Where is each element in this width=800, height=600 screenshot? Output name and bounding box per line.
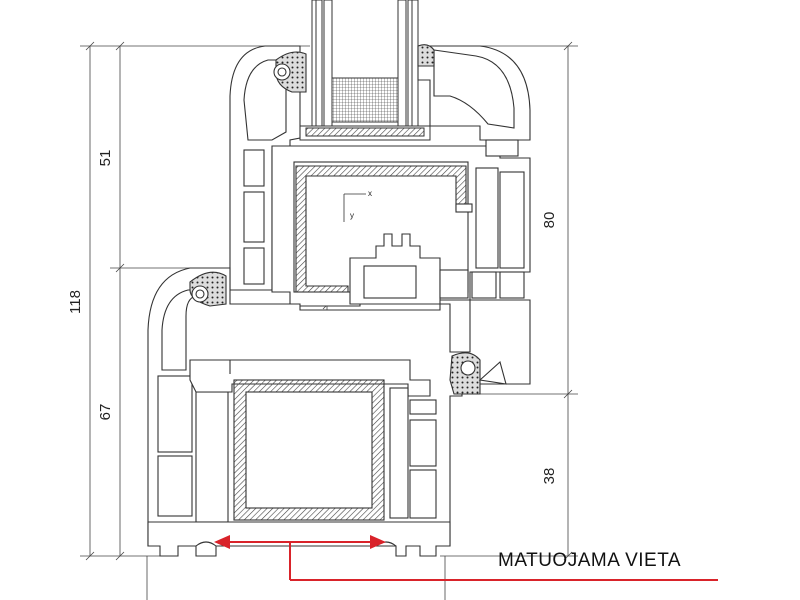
- dim-51-label: 51: [97, 150, 114, 167]
- dim-67-label: 67: [97, 404, 114, 421]
- sash-profile: [229, 44, 531, 307]
- callout-label: MATUOJAMA VIETA: [498, 550, 681, 571]
- axis-x-label: x: [368, 189, 372, 198]
- glazing-unit: [299, 0, 431, 141]
- dim-38-label: 38: [541, 468, 558, 485]
- axis-y-label: y: [350, 211, 354, 220]
- callout-arrow-right: [370, 535, 386, 549]
- dim-118-label: 118: [67, 290, 84, 314]
- callout-arrow-left: [214, 535, 230, 549]
- measurement-callout: [224, 541, 718, 581]
- frame-profile: [147, 267, 531, 557]
- dim-80-label: 80: [541, 212, 558, 229]
- axis-indicator: [343, 193, 366, 222]
